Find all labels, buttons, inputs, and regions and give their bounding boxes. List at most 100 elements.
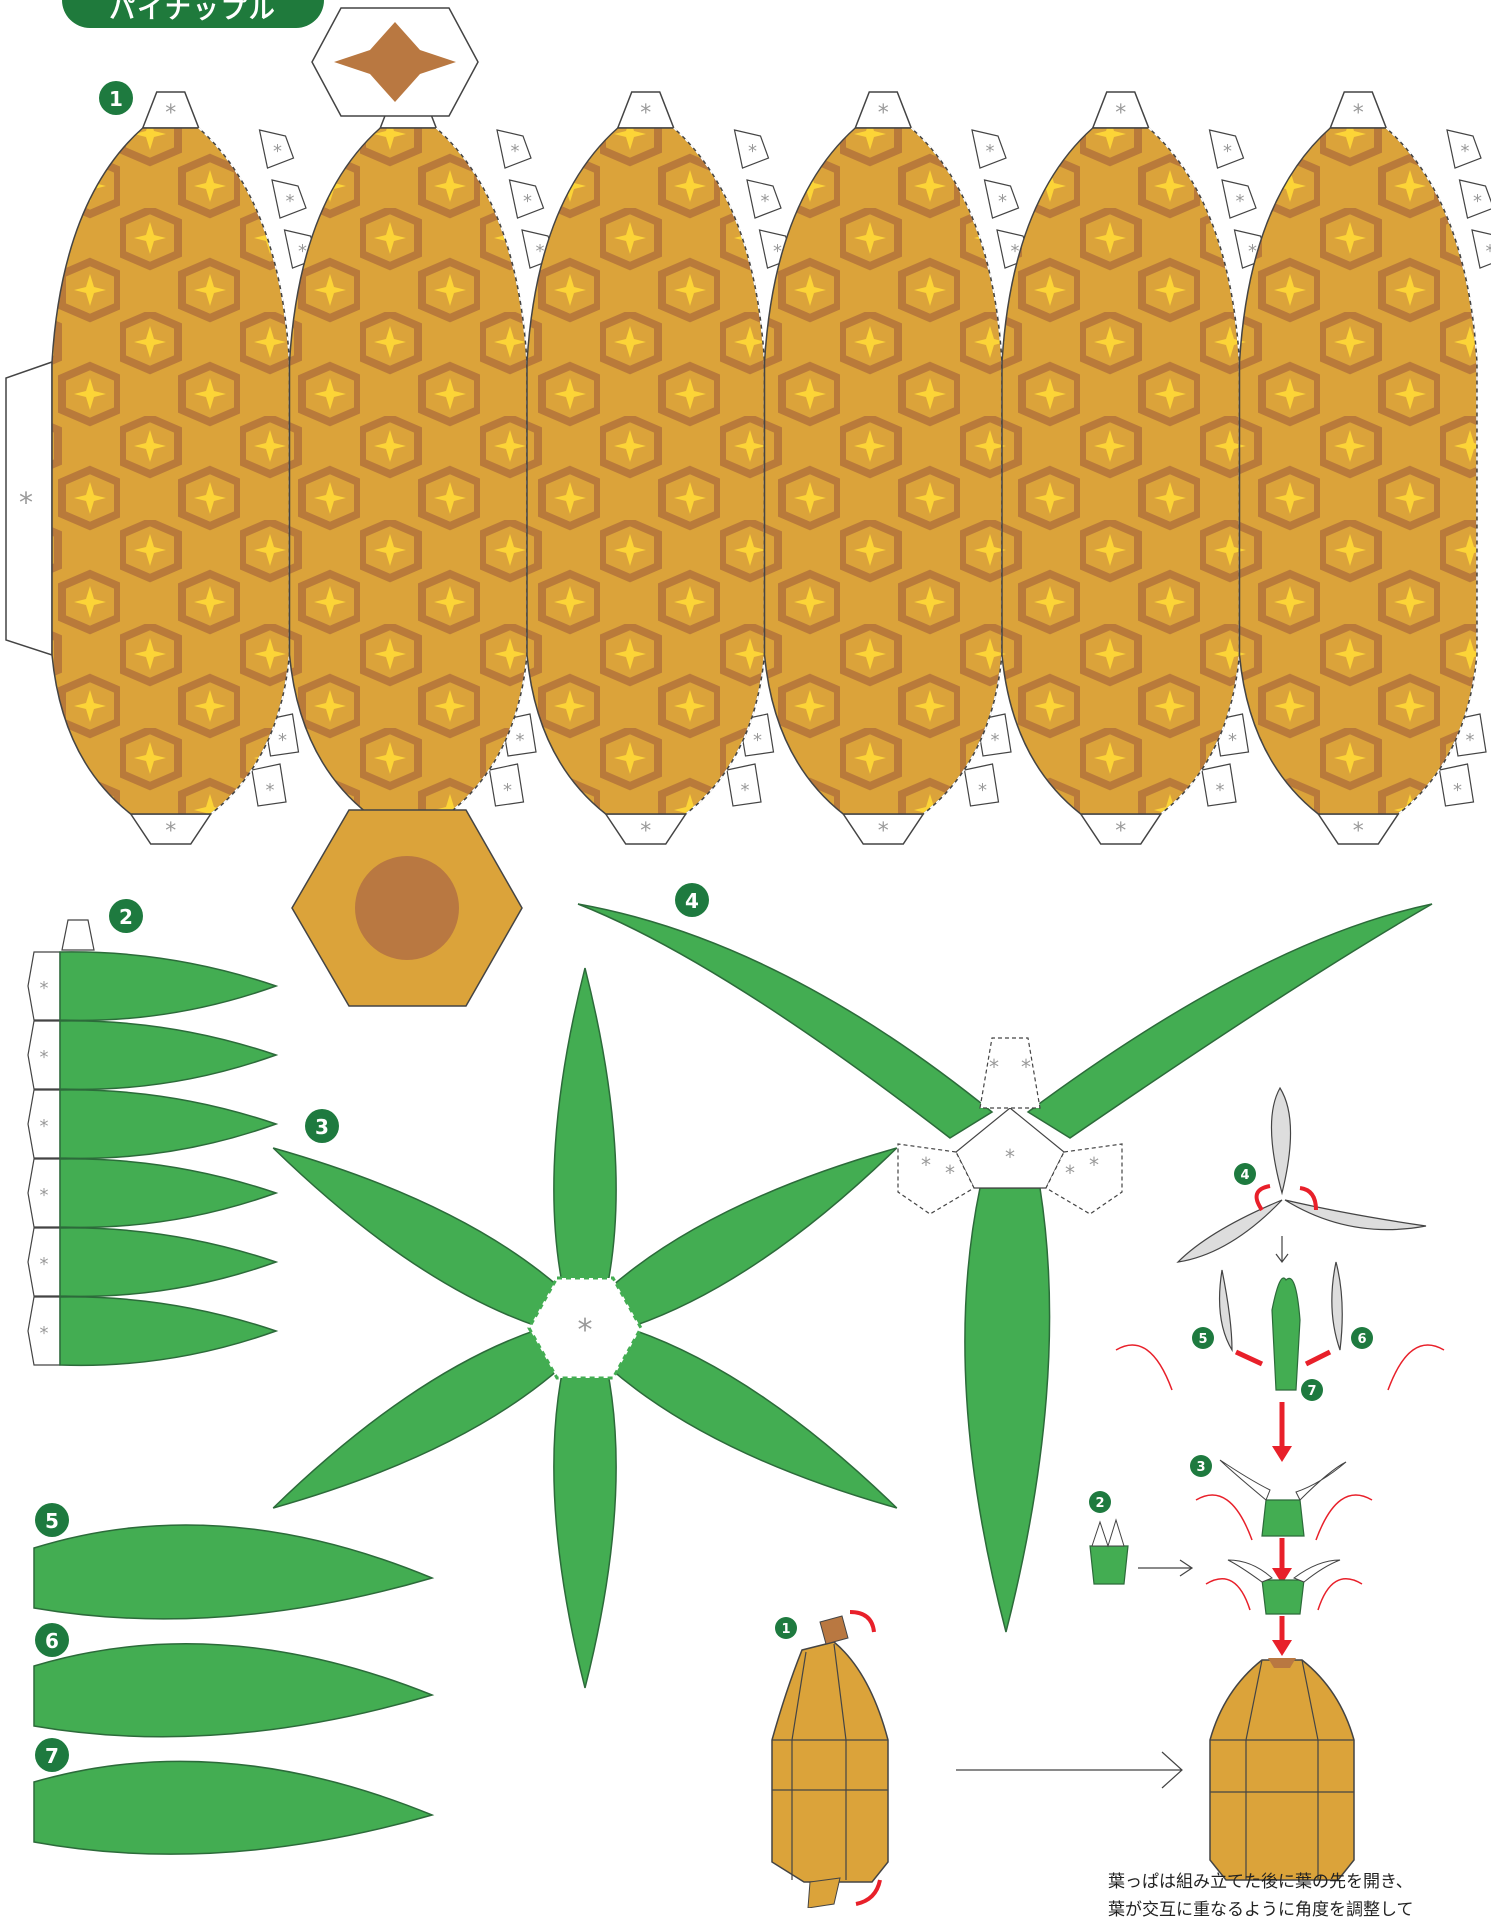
step3-crown: 3 — [1190, 1455, 1372, 1540]
final-pineapple — [1210, 1658, 1354, 1880]
body-net: * **************************************… — [6, 8, 1491, 1006]
body-gore — [290, 128, 528, 814]
leaf — [60, 952, 276, 1020]
glue-mark: * — [1236, 191, 1245, 212]
step-badge-5: 5 — [1192, 1327, 1214, 1349]
svg-text:1: 1 — [109, 87, 123, 111]
glue-mark: * — [1223, 141, 1232, 162]
leaf — [554, 968, 616, 1288]
glue-mark: * — [40, 1254, 49, 1275]
glue-mark: * — [1115, 101, 1126, 126]
base-hexagon — [292, 810, 522, 1006]
leaf — [258, 1321, 566, 1535]
glue-mark: * — [991, 730, 1000, 751]
glue-mark: * — [1115, 819, 1126, 844]
top-cap — [312, 8, 478, 116]
step-badge-3: 3 — [1190, 1455, 1212, 1477]
long-right-arrow — [956, 1752, 1182, 1788]
leaf — [258, 1121, 566, 1335]
glue-mark: * — [516, 730, 525, 751]
glue-mark: * — [165, 819, 176, 844]
glue-mark: * — [165, 101, 176, 126]
leaf — [60, 1090, 276, 1158]
glue-mark: * — [1021, 1055, 1031, 1079]
glue-mark: * — [761, 191, 770, 212]
svg-text:7: 7 — [45, 1744, 59, 1768]
glue-mark: * — [286, 191, 295, 212]
glue-mark: * — [741, 780, 750, 801]
instruction-note: 葉っぱは組み立てた後に葉の先を開き、 葉が交互に重なるように角度を調整して — [1108, 1868, 1488, 1924]
svg-text:3: 3 — [1196, 1460, 1205, 1475]
glue-mark: * — [1461, 141, 1470, 162]
glue-mark: * — [986, 141, 995, 162]
base-circle — [355, 856, 459, 960]
leaf-strip: ****** — [28, 920, 276, 1365]
step-badge-7: 7 — [1301, 1379, 1323, 1401]
svg-text:7: 7 — [1307, 1384, 1316, 1399]
glue-mark: * — [878, 819, 889, 844]
glue-mark: * — [945, 1161, 955, 1185]
leaf-7 — [34, 1761, 432, 1854]
star-leaf — [258, 1121, 566, 1335]
glue-mark: * — [1065, 1161, 1075, 1185]
svg-text:2: 2 — [1095, 1496, 1104, 1511]
glue-mark: * — [511, 141, 520, 162]
body-gore — [527, 128, 765, 814]
leaf — [578, 904, 992, 1138]
leaf — [965, 1188, 1050, 1632]
star-leaf — [604, 1321, 912, 1535]
glue-mark: * — [753, 730, 762, 751]
part-badge-2: 2 — [109, 899, 143, 933]
glue-mark: * — [278, 730, 287, 751]
leaf — [60, 1228, 276, 1296]
part-badge-4: 4 — [675, 883, 709, 917]
glue-mark: * — [1089, 1153, 1099, 1177]
leaf-5 — [34, 1525, 432, 1619]
glue-mark: * — [878, 101, 889, 126]
leaf — [554, 1368, 616, 1688]
glue-mark: * — [503, 780, 512, 801]
step567-leaves: 5 6 7 — [1116, 1262, 1444, 1401]
leaf — [60, 1159, 276, 1227]
svg-text:6: 6 — [1357, 1332, 1366, 1347]
svg-text:4: 4 — [685, 889, 699, 913]
glue-mark: * — [40, 1047, 49, 1068]
glue-mark: * — [40, 1323, 49, 1344]
right-arrow — [1138, 1560, 1192, 1576]
leaf — [60, 1297, 276, 1365]
glue-mark: * — [523, 191, 532, 212]
glue-mark: * — [40, 978, 49, 999]
glue-mark: * — [1353, 819, 1364, 844]
step-badge-2: 2 — [1089, 1491, 1111, 1513]
glue-mark: * — [989, 1055, 999, 1079]
svg-text:3: 3 — [315, 1115, 329, 1139]
glue-mark: * — [1353, 101, 1364, 126]
part-badge-5: 5 — [35, 1503, 69, 1537]
body-gore — [52, 128, 290, 814]
leaf-6 — [34, 1644, 432, 1737]
svg-text:4: 4 — [1240, 1168, 1249, 1183]
svg-text:6: 6 — [45, 1629, 59, 1653]
glue-mark: * — [748, 141, 757, 162]
star-leaf — [604, 1121, 912, 1335]
step4-crown: 4 — [1178, 1088, 1426, 1262]
glue-mark: * — [1466, 730, 1475, 751]
glue-mark: * — [273, 141, 282, 162]
svg-text:5: 5 — [1198, 1332, 1207, 1347]
glue-mark: * — [1486, 241, 1491, 262]
glue-mark: * — [998, 191, 1007, 212]
svg-text:2: 2 — [119, 905, 133, 929]
glue-mark: * — [1473, 191, 1482, 212]
star-leaf — [554, 968, 616, 1288]
glue-mark: * — [1216, 780, 1225, 801]
step1-body: 1 — [772, 1612, 888, 1908]
svg-text:1: 1 — [781, 1622, 790, 1637]
glue-mark: * — [1005, 1145, 1015, 1169]
body-gore — [765, 128, 1003, 814]
down-arrow — [1276, 1236, 1288, 1262]
glue-mark: * — [266, 780, 275, 801]
part-badge-3: 3 — [305, 1109, 339, 1143]
glue-mark: * — [978, 780, 987, 801]
glue-mark: * — [40, 1116, 49, 1137]
